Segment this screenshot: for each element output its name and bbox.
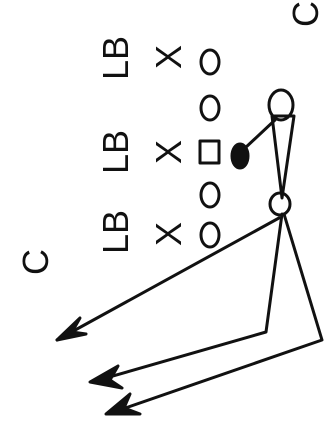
route-arrow-1	[57, 318, 86, 340]
linebacker-middle-label: LB	[95, 130, 136, 174]
lineman-circle-2	[201, 96, 219, 120]
lineman-circle-4	[201, 223, 219, 247]
defender-x-top: X	[148, 45, 189, 69]
linebacker-bottom-label: LB	[95, 210, 136, 254]
corner-left-label: C	[15, 249, 56, 275]
defender-x-middle: X	[148, 140, 189, 164]
corner-top-label: C	[285, 1, 326, 27]
route-arrow-2	[90, 366, 122, 388]
lineman-circle-3	[201, 183, 219, 207]
quarterback-lower	[270, 193, 290, 215]
lineman-circle-1	[201, 50, 219, 74]
center-square	[200, 141, 219, 163]
quarterback-body	[272, 116, 294, 198]
linebacker-top-label: LB	[95, 36, 136, 80]
defender-x-bottom: X	[148, 222, 189, 246]
quarterback-arm	[244, 120, 275, 149]
